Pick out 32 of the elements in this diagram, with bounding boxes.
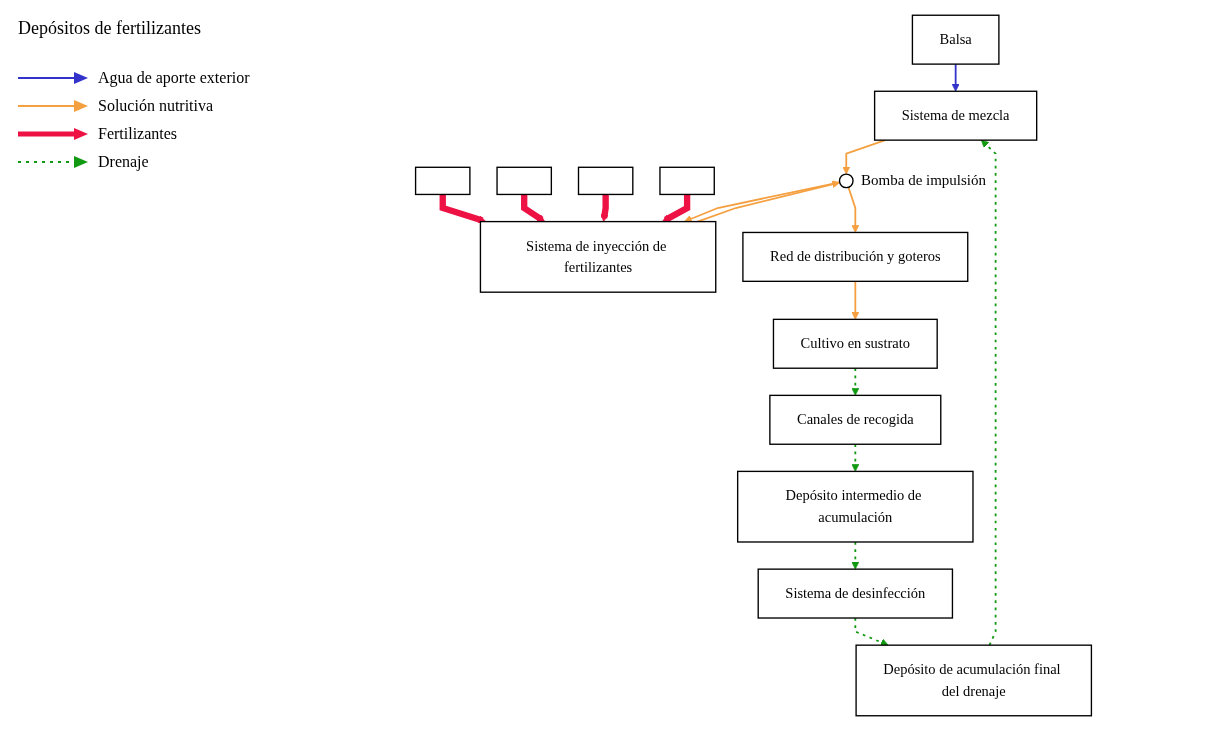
legend-text: Solución nutritiva	[98, 97, 214, 115]
node-box	[479, 220, 717, 293]
arrow	[439, 194, 487, 224]
arrow	[847, 186, 860, 233]
legend-text: Agua de aporte exterior	[98, 69, 250, 87]
arrow	[662, 194, 691, 223]
arrow	[851, 443, 860, 472]
arrow	[980, 139, 997, 647]
node-box	[414, 166, 471, 196]
node-box	[659, 166, 715, 196]
arrow	[854, 617, 889, 647]
node-box	[737, 470, 974, 543]
label-text: Depósitos de fertilizantes	[18, 18, 201, 39]
node-box	[496, 166, 553, 196]
arrow	[851, 541, 860, 570]
arrow	[951, 63, 960, 92]
node-circle	[838, 173, 854, 189]
node-caption: Bomba de impulsión	[861, 171, 987, 189]
node-box	[577, 166, 634, 196]
node-box	[855, 644, 1093, 717]
node-box	[772, 318, 938, 369]
node-box	[873, 90, 1038, 141]
node-box	[911, 14, 1000, 65]
arrow	[600, 194, 609, 222]
node-box	[742, 231, 969, 282]
legend-text: Drenaje	[98, 153, 149, 171]
arrow	[851, 280, 860, 320]
node-box	[757, 568, 954, 619]
node-box	[769, 394, 942, 445]
legend-text: Fertilizantes	[98, 125, 178, 143]
arrow	[521, 194, 546, 223]
arrow	[851, 367, 860, 396]
